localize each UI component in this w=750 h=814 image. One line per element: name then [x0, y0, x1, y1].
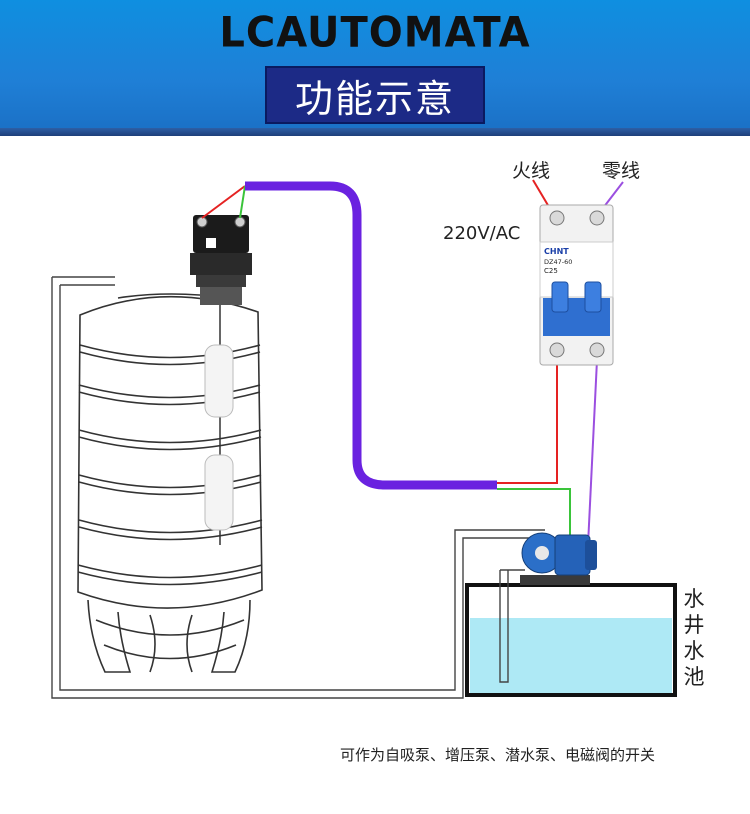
power-wires	[497, 359, 598, 546]
usage-caption: 可作为自吸泵、增压泵、潜水泵、电磁阀的开关	[340, 746, 656, 764]
float-switch-icon	[190, 215, 252, 545]
wiring-diagram: CHNT DZ47-60 C25	[51, 179, 677, 699]
voltage-label: 220V/AC	[443, 223, 521, 244]
water-source-label: 水井水池	[683, 587, 705, 689]
breaker-brand: CHNT	[544, 247, 569, 256]
header-divider	[0, 128, 750, 136]
control-cable	[245, 181, 497, 490]
breaker-rating: C25	[544, 267, 558, 275]
page-title-box: 功能示意	[265, 66, 485, 124]
page-title: 功能示意	[294, 76, 455, 121]
brand-logo: LCAUTOMATA	[219, 8, 531, 58]
float-switch-leads	[201, 185, 246, 219]
water-pipe	[51, 276, 545, 699]
water-well	[465, 569, 677, 697]
water-tank-icon	[77, 293, 263, 673]
water-pump-icon	[520, 532, 597, 585]
neutral-wire-label: 零线	[602, 160, 641, 182]
circuit-breaker-icon: CHNT DZ47-60 C25	[539, 204, 614, 366]
live-wire-label: 火线	[512, 160, 551, 182]
breaker-model: DZ47-60	[544, 258, 572, 266]
